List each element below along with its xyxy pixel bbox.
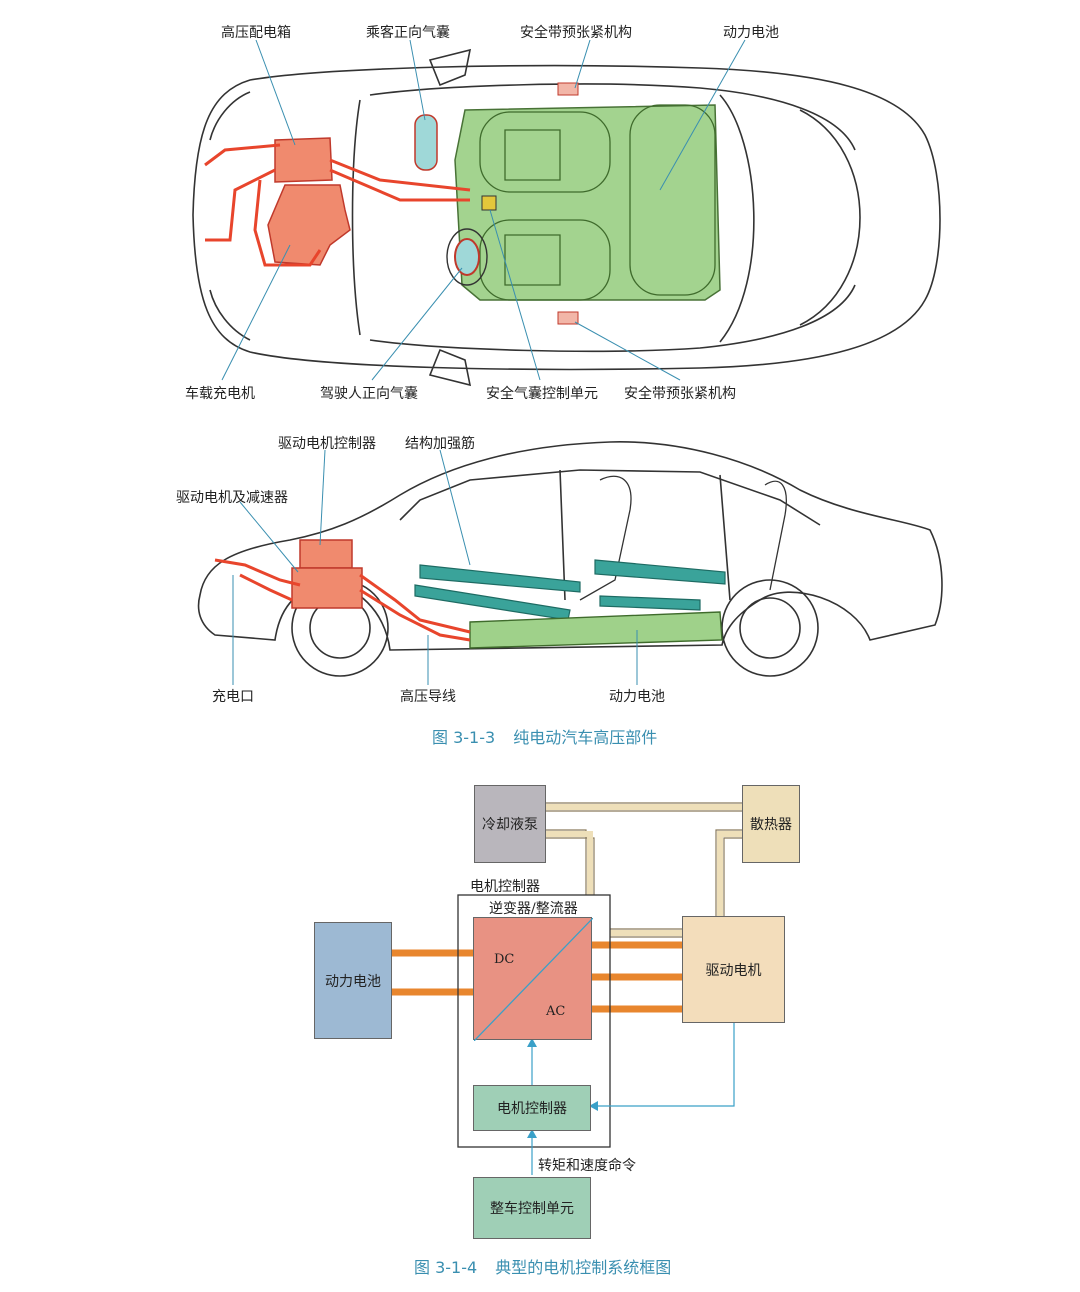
- figure-caption-3-1-4: 图 3-1-4 典型的电机控制系统框图: [414, 1254, 671, 1278]
- dc-label: DC: [494, 952, 515, 967]
- label-drive-motor-controller: 驱动电机控制器: [278, 436, 376, 452]
- motor-controller-box: 电机控制器: [473, 1085, 591, 1131]
- hv-wires-top: [204, 143, 471, 267]
- ac-label: AC: [546, 1004, 566, 1019]
- label-seatbelt-pretensioner-bottom: 安全带预张紧机构: [624, 386, 736, 402]
- leader-lines-fig1: [221, 39, 746, 381]
- power-battery-top: [454, 104, 721, 301]
- label-power-battery-side: 动力电池: [609, 689, 665, 705]
- inverter-diagonal: [474, 918, 593, 1041]
- inverter-rectifier-label: 逆变器/整流器: [489, 901, 578, 917]
- label-structural-rib: 结构加强筋: [405, 436, 475, 452]
- hv-components-top: [267, 137, 351, 266]
- label-drive-motor-reducer: 驱动电机及减速器: [176, 490, 288, 506]
- seatbelt-pretensioner-bottom-shape: [557, 311, 579, 325]
- seatbelt-pretensioner-top-shape: [557, 82, 579, 96]
- signal-lines: [531, 1023, 735, 1175]
- power-battery-side: [469, 611, 723, 649]
- signal-arrowheads: [527, 1038, 598, 1138]
- label-power-battery-top: 动力电池: [723, 25, 779, 41]
- inverter-box: DC AC: [473, 917, 593, 1041]
- caption-text: 纯电动汽车高压部件: [513, 728, 658, 747]
- coolant-pump-box: 冷却液泵: [474, 785, 546, 863]
- controller-group-box: [457, 894, 611, 1148]
- radiator-box: 散热器: [742, 785, 800, 863]
- leader-lines-fig2: [232, 449, 638, 685]
- label-airbag-control-unit: 安全气囊控制单元: [486, 386, 598, 402]
- driver-airbag-shape: [454, 238, 480, 276]
- structural-ribs: [414, 559, 726, 621]
- label-hv-distribution-box: 高压配电箱: [221, 25, 291, 41]
- hv-orange-links: [392, 941, 682, 1013]
- power-battery-box: 动力电池: [314, 922, 392, 1039]
- cooling-pipe-fill: [546, 804, 742, 936]
- figure-caption-3-1-3: 图 3-1-3 纯电动汽车高压部件: [432, 724, 657, 748]
- torque-speed-command-label: 转矩和速度命令: [538, 1158, 636, 1174]
- drive-motor-side: [291, 539, 363, 609]
- label-driver-airbag: 驾驶人正向气囊: [320, 386, 418, 402]
- passenger-airbag-shape: [414, 114, 438, 171]
- label-onboard-charger: 车载充电机: [185, 386, 255, 402]
- vcu-box: 整车控制单元: [473, 1177, 591, 1239]
- motor-controller-group-label: 电机控制器: [470, 879, 540, 895]
- label-hv-wire: 高压导线: [400, 689, 456, 705]
- cooling-pipes: [546, 802, 742, 938]
- caption-number: 图 3-1-4: [414, 1258, 478, 1277]
- car-top-view: [192, 48, 941, 387]
- caption-text: 典型的电机控制系统框图: [495, 1258, 672, 1277]
- hv-wires-side: [214, 558, 471, 642]
- seats-top: [479, 104, 716, 301]
- airbag-control-unit-shape: [481, 195, 497, 211]
- seats-side: [579, 475, 787, 601]
- caption-number: 图 3-1-3: [432, 728, 496, 747]
- drive-motor-box: 驱动电机: [682, 916, 785, 1023]
- label-seatbelt-pretensioner-top: 安全带预张紧机构: [520, 25, 632, 41]
- label-passenger-airbag: 乘客正向气囊: [366, 25, 450, 41]
- label-charging-port: 充电口: [212, 689, 254, 705]
